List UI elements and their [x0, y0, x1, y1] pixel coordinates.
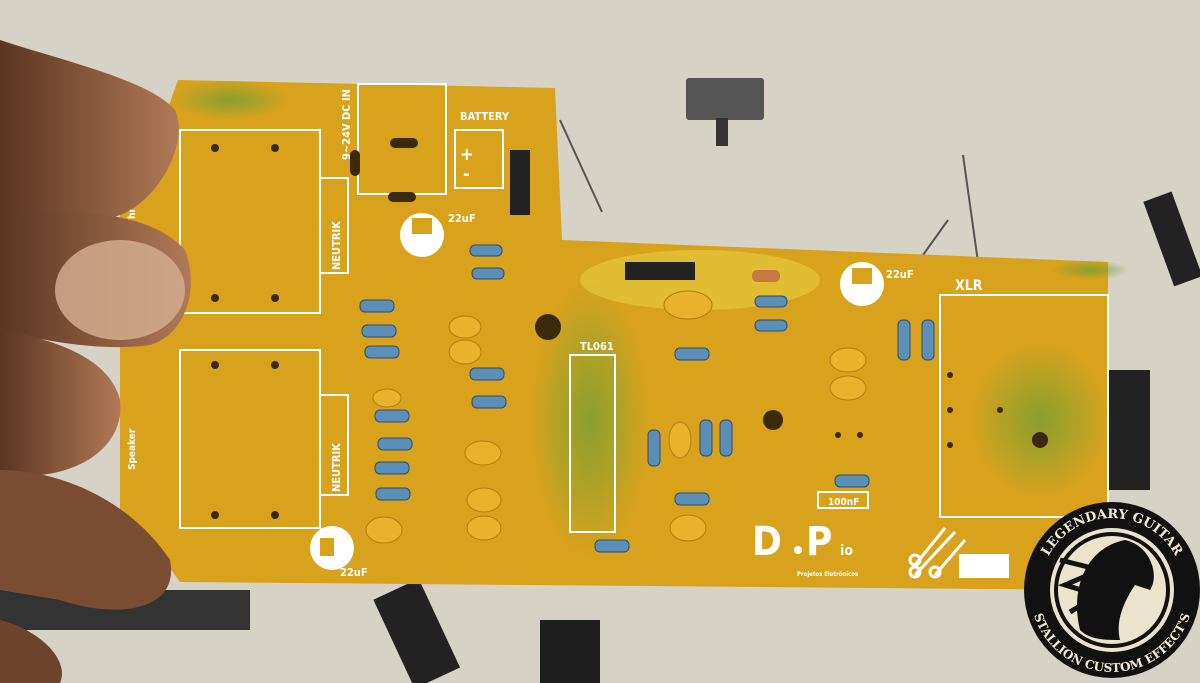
pcb-board: 9~24V DC IN BATTERY + - NEUTRIK NEUTRIK …: [120, 80, 1130, 590]
cap-right-label: 22uF: [886, 268, 914, 281]
brand-subtitle: Projetos Eletrônicos: [797, 571, 858, 578]
cap-bottom-label: 22uF: [340, 566, 368, 579]
capacitor-footprints: [310, 213, 884, 570]
cap-top-label: 22uF: [448, 212, 476, 225]
speaker-label: Speaker: [127, 428, 138, 470]
hand: [0, 40, 191, 683]
neutrik-top-label: NEUTRIK: [330, 221, 343, 270]
battery-minus-sign: -: [463, 164, 470, 185]
battery-label: BATTERY: [460, 110, 510, 123]
brand-d: D: [752, 519, 782, 565]
stallion-watermark-logo: LEGENDARY GUITAR STALLION CUSTOM EFFECT'…: [1024, 502, 1200, 678]
resistors: [359, 244, 935, 553]
brand-io: io: [840, 543, 853, 559]
ic-label: TL061: [580, 340, 614, 353]
xlr-label: XLR: [955, 278, 983, 294]
power-input-label: 9~24V DC IN: [340, 89, 353, 160]
slide-switch: [686, 78, 764, 120]
brand-p: P: [806, 519, 832, 565]
ceramic-capacitors: [365, 290, 867, 544]
horse-head-icon: [1077, 540, 1154, 640]
thumbnail: [55, 240, 185, 340]
neutrik-bottom-label: NEUTRIK: [330, 443, 343, 492]
battery-plus-sign: +: [460, 144, 474, 165]
cap-100n-label: 100nF: [828, 497, 859, 508]
